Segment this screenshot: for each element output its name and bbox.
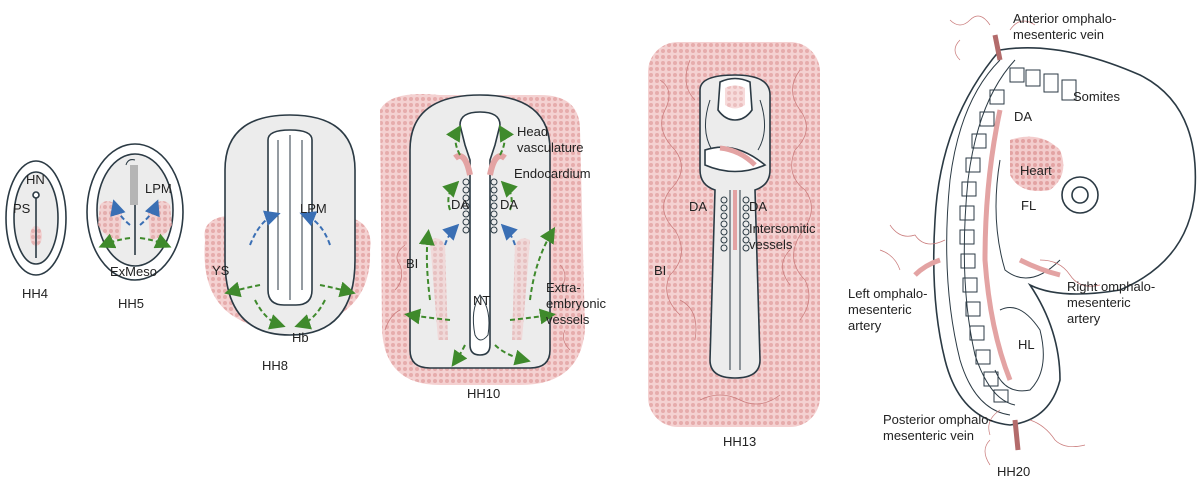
hh20-hl-label: HL — [1018, 337, 1035, 352]
hh8-lpm-label: LPM — [300, 201, 327, 216]
hh8-hb-label: Hb — [292, 330, 309, 345]
hh20-somites-label: Somites — [1073, 89, 1120, 104]
hh4-hn-label: HN — [26, 172, 45, 187]
hh20-anterior-vein-label-line2: mesenteric vein — [1013, 27, 1104, 42]
hh20-left-artery-label-line1: Left omphalo- — [848, 286, 928, 301]
hh13-da-left-label: DA — [689, 199, 707, 214]
hh10-head-label-line1: Head — [517, 124, 548, 139]
hh20-left-artery-label-line3: artery — [848, 318, 882, 333]
hh20-left-artery-label-line2: mesenteric — [848, 302, 912, 317]
hh10-extra-label-line1: Extra- — [546, 280, 581, 295]
hh10-extra-label-line2: embryonic — [546, 296, 606, 311]
hh13-intersomitic-label-line1: Intersomitic — [749, 221, 816, 236]
hh4-embryo — [5, 160, 67, 276]
hh10-bi-label: BI — [406, 256, 418, 271]
hh5-lpm-label: LPM — [145, 181, 172, 196]
hh10-embryo — [380, 94, 585, 385]
hh5-stage-label: HH5 — [118, 296, 144, 311]
hh5-embryo — [86, 143, 184, 281]
hh10-nt-label: NT — [473, 293, 490, 308]
hh4-stage-label: HH4 — [22, 286, 48, 301]
hh20-embryo — [879, 15, 1197, 466]
hh5-exmeso-label: ExMeso — [110, 264, 157, 279]
hh13-bi-label: BI — [654, 263, 666, 278]
hh20-da-label: DA — [1014, 109, 1032, 124]
hh8-ys-label: YS — [212, 263, 230, 278]
hh20-fl-label: FL — [1021, 198, 1036, 213]
hh8-stage-label: HH8 — [262, 358, 288, 373]
hh10-extra-label-line3: vessels — [546, 312, 590, 327]
hh20-right-artery-label-line3: artery — [1067, 311, 1101, 326]
hh20-anterior-vein-label-line1: Anterior omphalo- — [1013, 11, 1116, 26]
hh10-head-label-line2: vasculature — [517, 140, 583, 155]
hh13-embryo — [648, 42, 820, 427]
hh20-stage-label: HH20 — [997, 464, 1030, 479]
hh13-da-right-label: DA — [749, 199, 767, 214]
hh4-ps-label: PS — [13, 201, 31, 216]
hh10-stage-label: HH10 — [467, 386, 500, 401]
hh20-posterior-vein-label-line2: mesenteric vein — [883, 428, 974, 443]
hh20-right-artery-label-line2: mesenteric — [1067, 295, 1131, 310]
hh10-da-left-label: DA — [451, 197, 469, 212]
hh13-intersomitic-label-line2: vessels — [749, 237, 793, 252]
hh20-right-artery-label-line1: Right omphalo- — [1067, 279, 1155, 294]
hh13-stage-label: HH13 — [723, 434, 756, 449]
hh10-endocardium-label: Endocardium — [514, 166, 591, 181]
hh8-embryo — [204, 114, 371, 336]
hh10-da-right-label: DA — [500, 197, 518, 212]
hh20-heart-label: Heart — [1020, 163, 1052, 178]
hh20-posterior-vein-label-line1: Posterior omphalo- — [883, 412, 993, 427]
